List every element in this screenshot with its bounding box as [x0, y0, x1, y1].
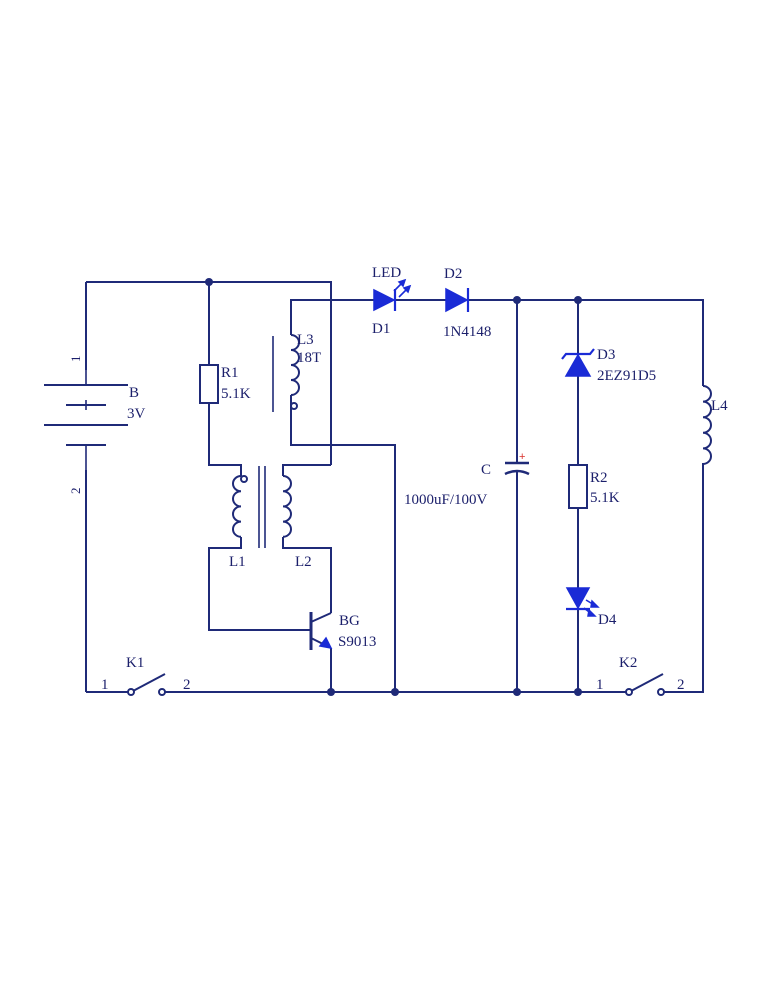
junction-dot	[327, 688, 335, 696]
junction-dot	[513, 296, 521, 304]
bg-name-label: BG	[339, 613, 360, 629]
junction-dot	[205, 278, 213, 286]
transformer-l1-l2	[232, 466, 292, 548]
battery-symbol	[44, 370, 128, 470]
battery-pin1-label: 1	[68, 356, 83, 363]
r1-value-label: 5.1K	[221, 386, 251, 402]
wire-top-left	[86, 281, 332, 465]
battery-pin2-label: 2	[68, 488, 83, 495]
wire-l3-top	[290, 299, 374, 335]
led-label: LED	[372, 265, 401, 281]
l3-name-label: L3	[297, 332, 314, 348]
junction-dot	[513, 688, 521, 696]
diode-d2	[445, 287, 470, 313]
labels: 1 2 B 3V R1 5.1K L3 18T L1 L2 BG S9013 L…	[68, 265, 728, 693]
d2-name-label: D2	[444, 266, 462, 282]
wire-l2-top	[282, 464, 331, 476]
bg-value-label: S9013	[338, 634, 376, 650]
resistor-r2	[568, 464, 588, 509]
d1-name-label: D1	[372, 321, 390, 337]
wires	[85, 281, 704, 693]
wire-l4-bottom	[664, 478, 704, 693]
c-value-label: 1000uF/100V	[404, 492, 488, 508]
l3-value-label: 18T	[297, 350, 321, 366]
wire-l1-base	[208, 537, 311, 631]
l1-name-label: L1	[229, 554, 246, 570]
c-name-label: C	[481, 462, 491, 478]
d3-name-label: D3	[597, 347, 615, 363]
led-d4	[565, 587, 600, 617]
r2-value-label: 5.1K	[590, 490, 620, 506]
battery-value-label: 3V	[127, 406, 146, 422]
wire-top-right	[468, 299, 704, 386]
battery-name-label: B	[129, 385, 139, 401]
l4-name-label: L4	[711, 398, 728, 414]
k2-name-label: K2	[619, 655, 637, 671]
d3-value-label: 2EZ91D5	[597, 368, 656, 384]
wire-l3-bottom	[290, 410, 396, 692]
inductor-l3	[272, 334, 300, 412]
inductor-l4	[702, 385, 712, 478]
k1-pin1-label: 1	[101, 677, 109, 693]
switch-k1	[127, 673, 166, 696]
zener-d3	[561, 348, 595, 377]
k1-name-label: K1	[126, 655, 144, 671]
junction-dot	[391, 688, 399, 696]
inductor-l2	[282, 475, 292, 538]
r2-name-label: R2	[590, 470, 608, 486]
inductor-l1	[232, 475, 242, 538]
d4-name-label: D4	[598, 612, 617, 628]
junctions	[205, 278, 582, 696]
junction-dot	[574, 688, 582, 696]
capacitor-c	[504, 461, 530, 476]
resistor-r1	[199, 364, 219, 404]
wire-r1-bottom	[208, 403, 242, 476]
junction-dot	[574, 296, 582, 304]
r1-name-label: R1	[221, 365, 239, 381]
k2-pin2-label: 2	[677, 677, 685, 693]
led-d1	[373, 278, 412, 312]
c-plus-label: +	[519, 451, 525, 463]
k2-pin1-label: 1	[596, 677, 604, 693]
switch-k2	[625, 673, 665, 696]
l2-name-label: L2	[295, 554, 312, 570]
d2-value-label: 1N4148	[443, 324, 491, 340]
wire-l2-collector	[282, 537, 332, 613]
transistor-bg	[309, 612, 333, 650]
k1-pin2-label: 2	[183, 677, 191, 693]
